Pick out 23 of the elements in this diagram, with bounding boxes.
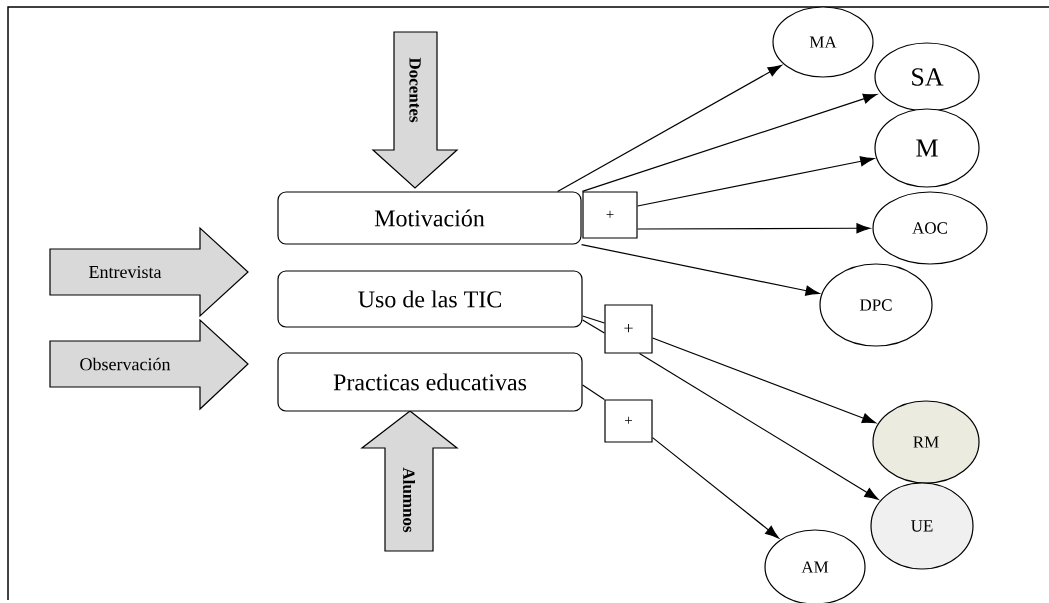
square-box: +: [604, 399, 653, 443]
ellipse-node: M: [874, 108, 980, 188]
ellipse-node: RM: [872, 400, 980, 484]
ellipse-node: UE: [870, 482, 974, 570]
pointer-banner: Observación: [49, 318, 249, 411]
rounded-box: Practicas educativas: [277, 352, 583, 412]
rounded-box: Uso de las TIC: [277, 270, 583, 328]
arrow: [581, 93, 878, 192]
ellipse-node: AOC: [872, 191, 988, 265]
arrow: [637, 156, 875, 207]
square-box: +: [604, 304, 653, 354]
ellipse-node: SA: [874, 42, 980, 112]
arrow: [652, 337, 876, 424]
arrow: [557, 64, 782, 192]
arrow: [581, 244, 820, 296]
arrow: [638, 353, 879, 500]
arrow: [637, 223, 871, 234]
square-box: +: [582, 191, 638, 239]
pointer-banner: Docentes: [371, 31, 459, 189]
ellipse-node: DPC: [819, 263, 933, 347]
pointer-banner: Entrevista: [49, 226, 249, 318]
arrow: [652, 437, 779, 539]
ellipse-node: MA: [772, 6, 874, 78]
